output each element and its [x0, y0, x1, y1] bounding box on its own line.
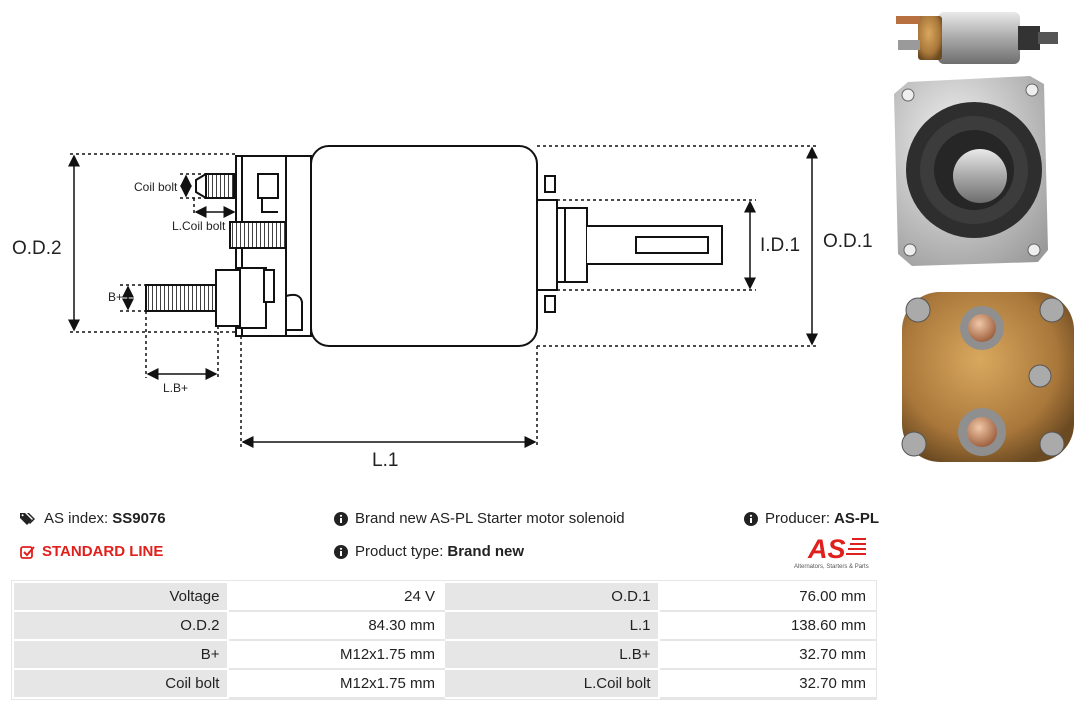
as-index: AS index: SS9076 [20, 510, 166, 527]
spec-value: M12x1.75 mm [227, 668, 446, 699]
label-od1: O.D.1 [823, 231, 873, 252]
as-pl-logo: AS Alternators, Starters & Parts [794, 534, 869, 570]
spec-label: O.D.2 [11, 610, 230, 641]
spec-label: L.Coil bolt [443, 668, 661, 699]
description-text: Brand new AS-PL Starter motor solenoid [355, 510, 625, 527]
product-type-label: Product type: [355, 543, 444, 560]
info-circle-icon [334, 511, 348, 526]
coil-bolt-shape [205, 173, 235, 199]
spec-value: 76.00 mm [658, 581, 876, 612]
standard-line: STANDARD LINE [20, 543, 163, 560]
label-id1: I.D.1 [760, 235, 800, 256]
photo-terminal-view [901, 292, 1074, 462]
spec-label: B+ [11, 639, 230, 670]
producer: Producer: AS-PL [744, 510, 879, 527]
label-b-plus: B+ [108, 290, 123, 304]
logo-tagline: Alternators, Starters & Parts [794, 564, 869, 570]
spec-value: 138.60 mm [658, 610, 876, 641]
spec-value: 32.70 mm [658, 639, 876, 670]
product-info: AS index: SS9076 STANDARD LINE Brand new… [20, 506, 880, 576]
spec-value: 84.30 mm [227, 610, 446, 641]
producer-label: Producer: [765, 510, 831, 527]
solenoid-body [310, 145, 538, 347]
info-circle-icon [334, 544, 348, 559]
technical-drawing: O.D.2 Coil bolt L.Coil bolt B+ L.B+ L.1 … [12, 145, 873, 471]
producer-value: AS-PL [834, 510, 880, 527]
spec-label: L.1 [443, 610, 661, 641]
as-index-label: AS index: [44, 510, 109, 527]
photo-side-view [896, 12, 1058, 64]
plunger-collar [556, 207, 588, 283]
b-plus-bolt [145, 284, 219, 312]
spec-label: L.B+ [443, 639, 661, 670]
spec-label: Voltage [11, 581, 230, 612]
coil-bolt-thread [229, 221, 287, 249]
product-type: Product type: Brand new [334, 543, 524, 560]
product-type-value: Brand new [447, 543, 525, 560]
label-l-b-plus: L.B+ [163, 381, 188, 395]
check-square-icon [20, 545, 35, 559]
label-l1: L.1 [372, 450, 398, 471]
spec-label: Coil bolt [11, 668, 230, 699]
spec-label: O.D.1 [443, 581, 661, 612]
info-circle-icon [744, 511, 758, 526]
spec-value: M12x1.75 mm [227, 639, 446, 670]
label-od2: O.D.2 [12, 238, 62, 259]
as-index-value: SS9076 [112, 510, 166, 527]
spec-value: 24 V [227, 581, 446, 612]
label-coil-bolt: Coil bolt [134, 180, 178, 194]
product-photos [894, 12, 1074, 462]
spec-value: 32.70 mm [658, 668, 876, 699]
tags-icon [20, 512, 37, 526]
standard-line-label: STANDARD LINE [42, 543, 164, 560]
logo-mark: AS [807, 534, 846, 564]
description: Brand new AS-PL Starter motor solenoid [334, 510, 625, 527]
label-l-coil-bolt: L.Coil bolt [172, 219, 226, 233]
photo-end-view [894, 76, 1048, 266]
